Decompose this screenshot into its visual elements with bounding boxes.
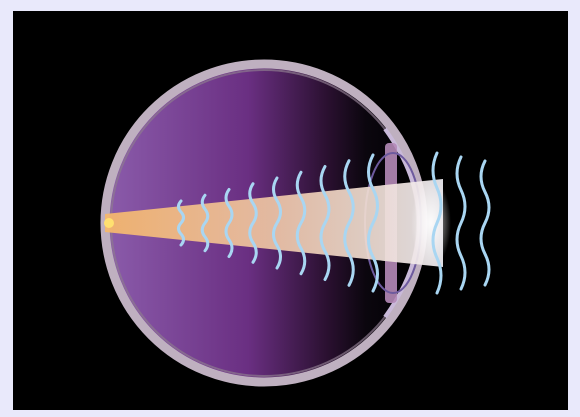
figure-panel xyxy=(13,11,568,410)
wavefront-outside xyxy=(481,161,489,285)
wavefront-outside xyxy=(457,157,465,289)
beam-exit-glow xyxy=(411,179,451,267)
eye-diagram xyxy=(13,11,568,410)
focus-point xyxy=(104,218,114,228)
